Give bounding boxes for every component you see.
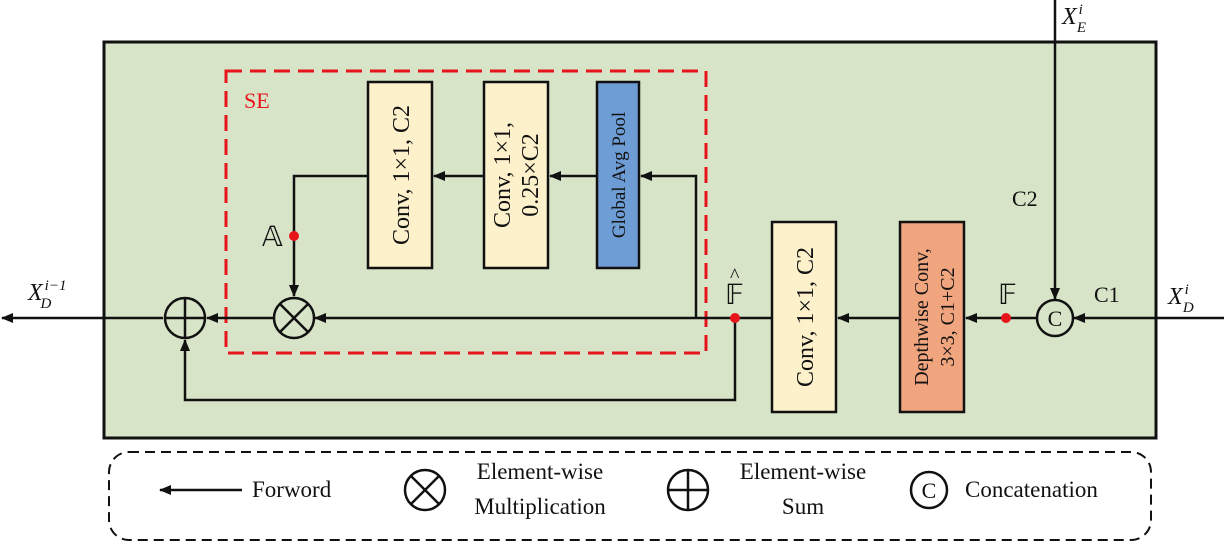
branch-to-gap-arrow bbox=[640, 171, 698, 318]
legend-box bbox=[108, 451, 1152, 541]
main-conv-label: Conv, 1×1, C2 bbox=[793, 247, 819, 387]
legend-concat-icon bbox=[909, 470, 949, 510]
global-avg-pool-block bbox=[595, 80, 641, 270]
legend-sum-label-line1: Element-wise bbox=[740, 459, 866, 484]
sum-operator bbox=[163, 296, 207, 340]
expand-to-multiply-arrow bbox=[289, 174, 368, 297]
concat-operator-symbol: C bbox=[1048, 306, 1063, 331]
concat-operator bbox=[1035, 298, 1075, 338]
legend-concat-symbol: C bbox=[922, 478, 937, 503]
multiply-operator bbox=[272, 296, 316, 340]
se-block-border bbox=[224, 69, 708, 355]
f-hat-label: 𝔽 bbox=[725, 280, 744, 311]
se-label: SE bbox=[244, 88, 270, 113]
legend-multiply-label-line1: Element-wise bbox=[477, 459, 603, 484]
a-point bbox=[289, 231, 299, 241]
depthwise-conv-label-line1: Depthwise Conv, bbox=[911, 248, 933, 386]
se-conv-expand-block bbox=[366, 80, 434, 270]
legend-sum-icon bbox=[666, 468, 710, 512]
se-conv-reduce-label-line1: Conv, 1×1, bbox=[490, 122, 516, 228]
global-avg-pool-label: Global Avg Pool bbox=[609, 112, 630, 238]
legend-concat-label: Concatenation bbox=[965, 477, 1098, 502]
main-conv-block bbox=[770, 220, 838, 414]
residual-to-sum-arrow bbox=[180, 318, 737, 402]
legend-sum-label-line2: Sum bbox=[782, 494, 824, 519]
c2-label: C2 bbox=[1012, 186, 1038, 211]
depthwise-conv-block bbox=[898, 220, 966, 414]
depthwise-conv-label-line2: 3×3, C1+C2 bbox=[937, 267, 959, 366]
f-point bbox=[1001, 313, 1011, 323]
f-hat-point bbox=[730, 313, 740, 323]
legend-multiply-icon bbox=[403, 468, 447, 512]
f-hat-accent: ^ bbox=[730, 265, 740, 287]
se-conv-expand-label: Conv, 1×1, C2 bbox=[389, 105, 415, 245]
se-conv-reduce-label-line2: 0.25×C2 bbox=[518, 133, 544, 217]
a-label: 𝔸 bbox=[262, 222, 283, 253]
f-label: 𝔽 bbox=[998, 280, 1017, 311]
c1-label: C1 bbox=[1094, 282, 1120, 307]
legend-multiply-label-line2: Multiplication bbox=[474, 494, 606, 519]
legend-forward-label: Forword bbox=[252, 477, 332, 502]
